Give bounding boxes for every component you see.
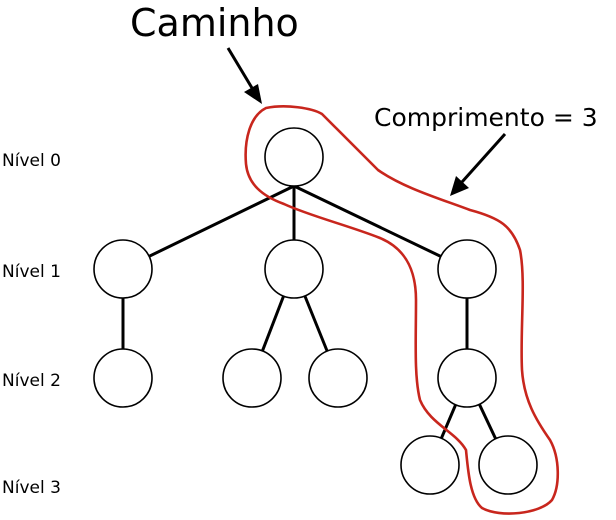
length-arrow	[450, 132, 507, 196]
edge-root-a	[122, 184, 295, 271]
node-b	[264, 239, 324, 299]
tree-nodes	[93, 127, 538, 495]
level-label-2: Nível 2	[2, 371, 61, 391]
level-label-3: Nível 3	[2, 478, 61, 498]
node-c1b	[478, 435, 538, 495]
node-b1	[222, 348, 282, 408]
length-label: Comprimento = 3	[374, 103, 598, 132]
diagram-title: Caminho	[130, 1, 299, 45]
node-c1a	[400, 435, 460, 495]
level-label-0: Nível 0	[2, 151, 61, 171]
node-c1	[437, 348, 497, 408]
node-a1	[93, 348, 153, 408]
node-c	[437, 239, 497, 299]
tree-edges	[121, 184, 510, 466]
node-b2	[308, 348, 368, 408]
edge-root-c	[293, 184, 468, 271]
path-highlight-outline	[244, 105, 560, 515]
node-root	[264, 127, 324, 187]
level-label-1: Nível 1	[2, 262, 61, 282]
node-a	[93, 239, 153, 299]
title-arrow	[226, 47, 262, 104]
